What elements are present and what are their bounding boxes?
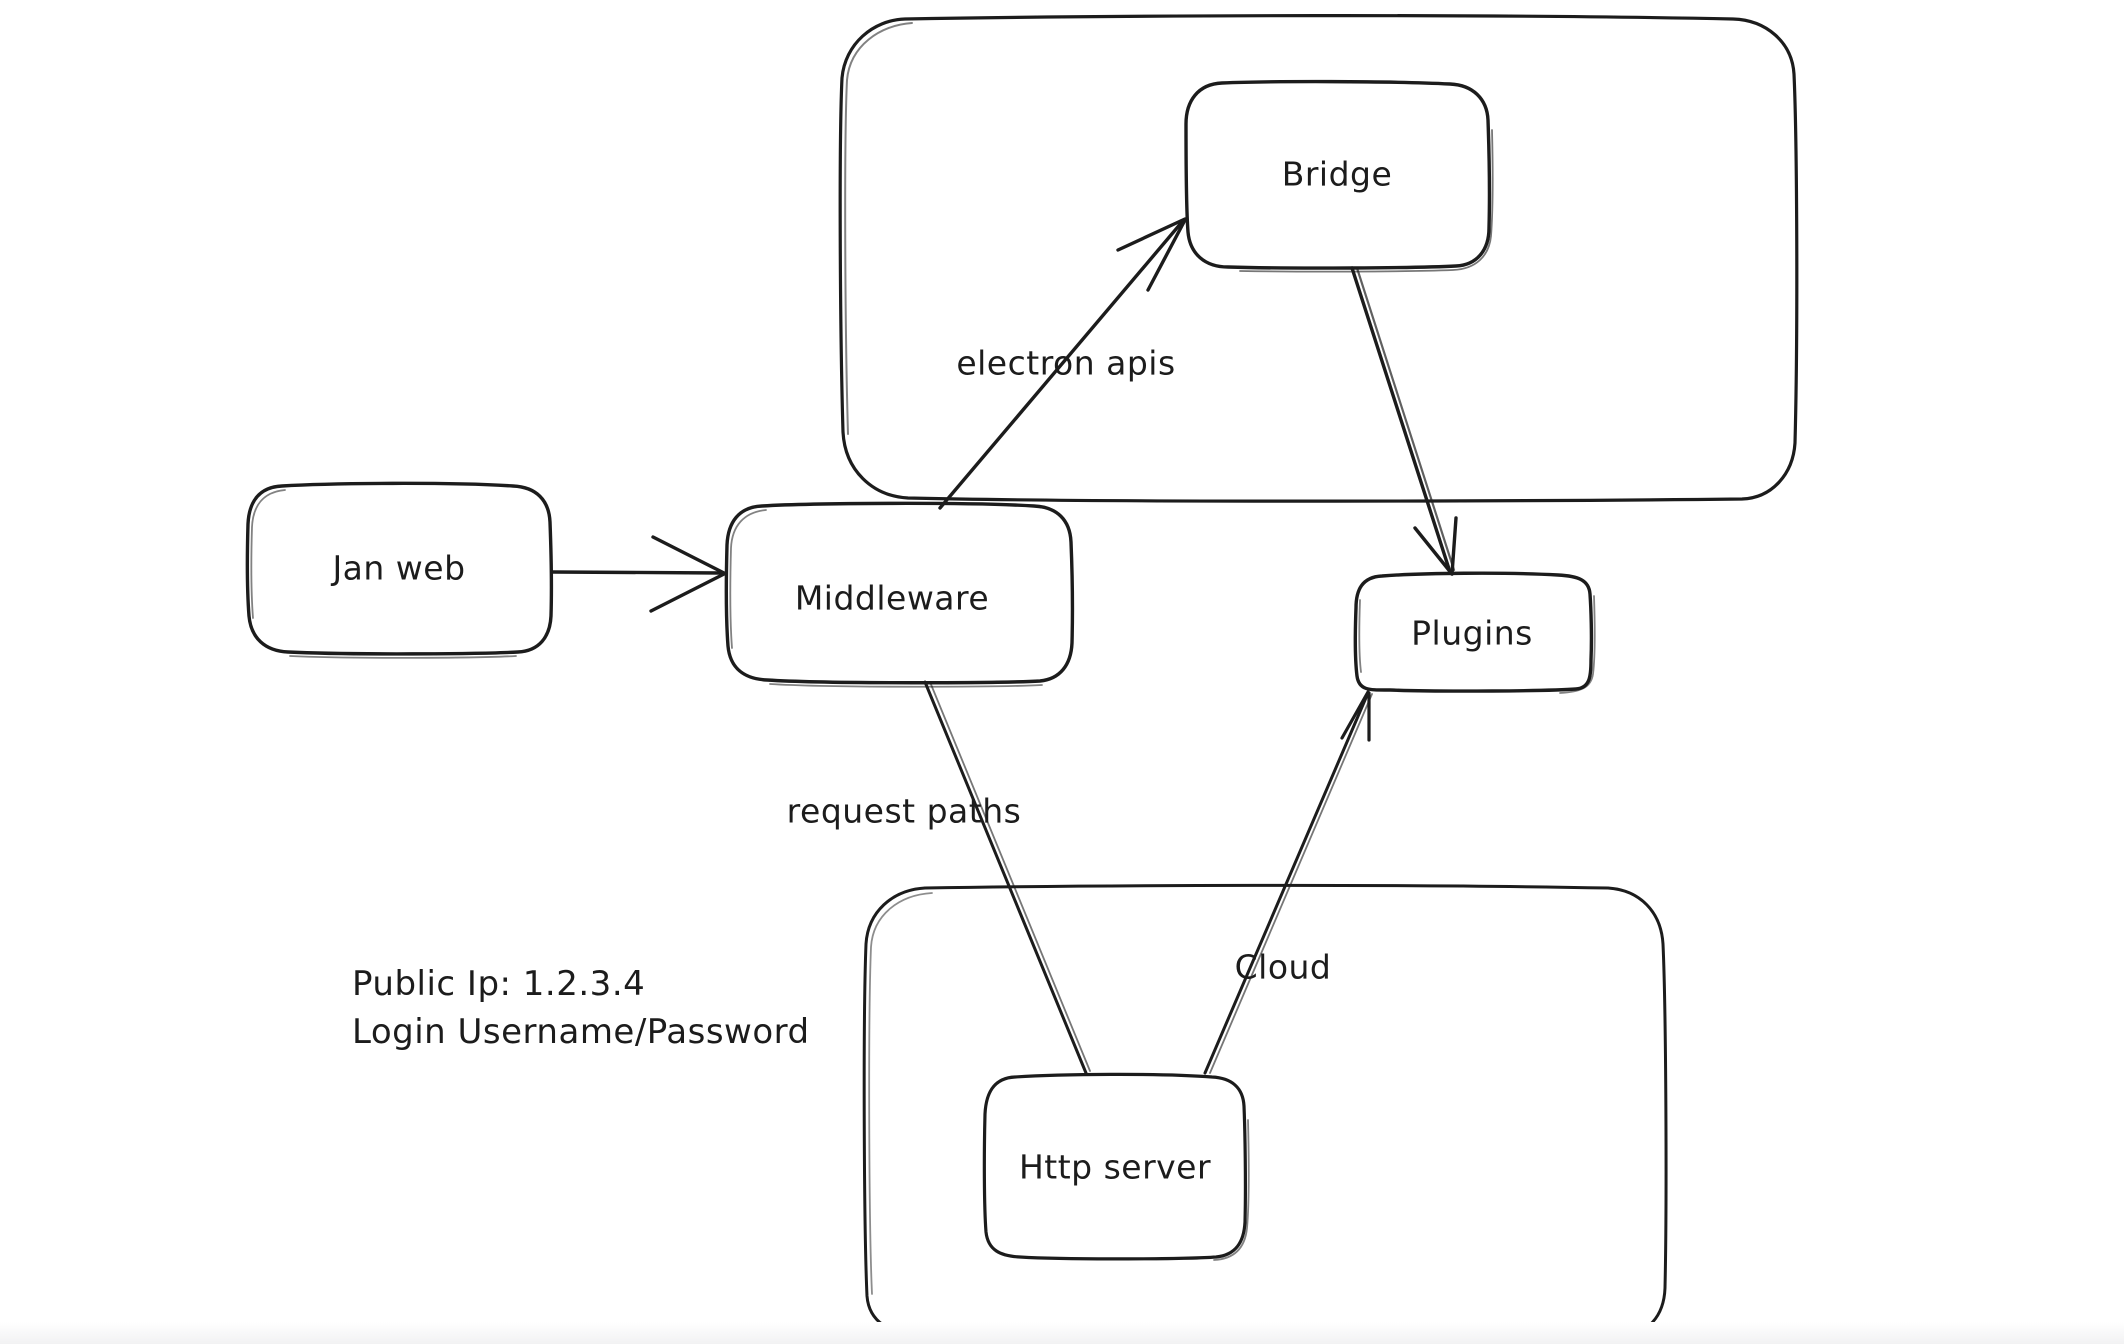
edge-httpserver-to-plugins xyxy=(1203,690,1373,1075)
container-label-desktop: Desktop xyxy=(0,0,1062,20)
node-label-jan-web[interactable]: Jan web xyxy=(332,548,466,588)
node-label-http-server[interactable]: Http server xyxy=(1018,1147,1212,1187)
edge-middleware-to-bridge xyxy=(938,217,1187,510)
node-bridge-outline xyxy=(1184,79,1494,273)
edge-label-electron-apis: electron apis xyxy=(956,343,1176,383)
node-httpserver-outline xyxy=(982,1072,1250,1261)
container-desktop-outline xyxy=(838,14,1799,503)
node-label-bridge[interactable]: Bridge xyxy=(1281,154,1393,194)
node-label-middleware[interactable]: Middleware xyxy=(794,578,990,618)
edge-janweb-to-middleware xyxy=(551,535,726,613)
container-cloud-outline xyxy=(862,883,1668,1340)
notes-block: Public Ip: 1.2.3.4 Login Username/Passwo… xyxy=(352,960,810,1057)
node-plugins-outline xyxy=(1353,571,1596,694)
edge-label-cloud: Cloud xyxy=(1234,947,1332,987)
edge-label-request-paths: request paths xyxy=(786,791,1022,831)
node-janweb-outline xyxy=(245,481,554,659)
edge-bridge-to-plugins xyxy=(1350,266,1458,576)
note-public-ip: Public Ip: 1.2.3.4 xyxy=(352,964,646,1004)
note-login-credentials: Login Username/Password xyxy=(352,1012,810,1053)
edge-middleware-to-httpserver xyxy=(923,680,1091,1075)
node-label-plugins[interactable]: Plugins xyxy=(1411,613,1533,653)
node-middleware-outline xyxy=(724,501,1075,688)
